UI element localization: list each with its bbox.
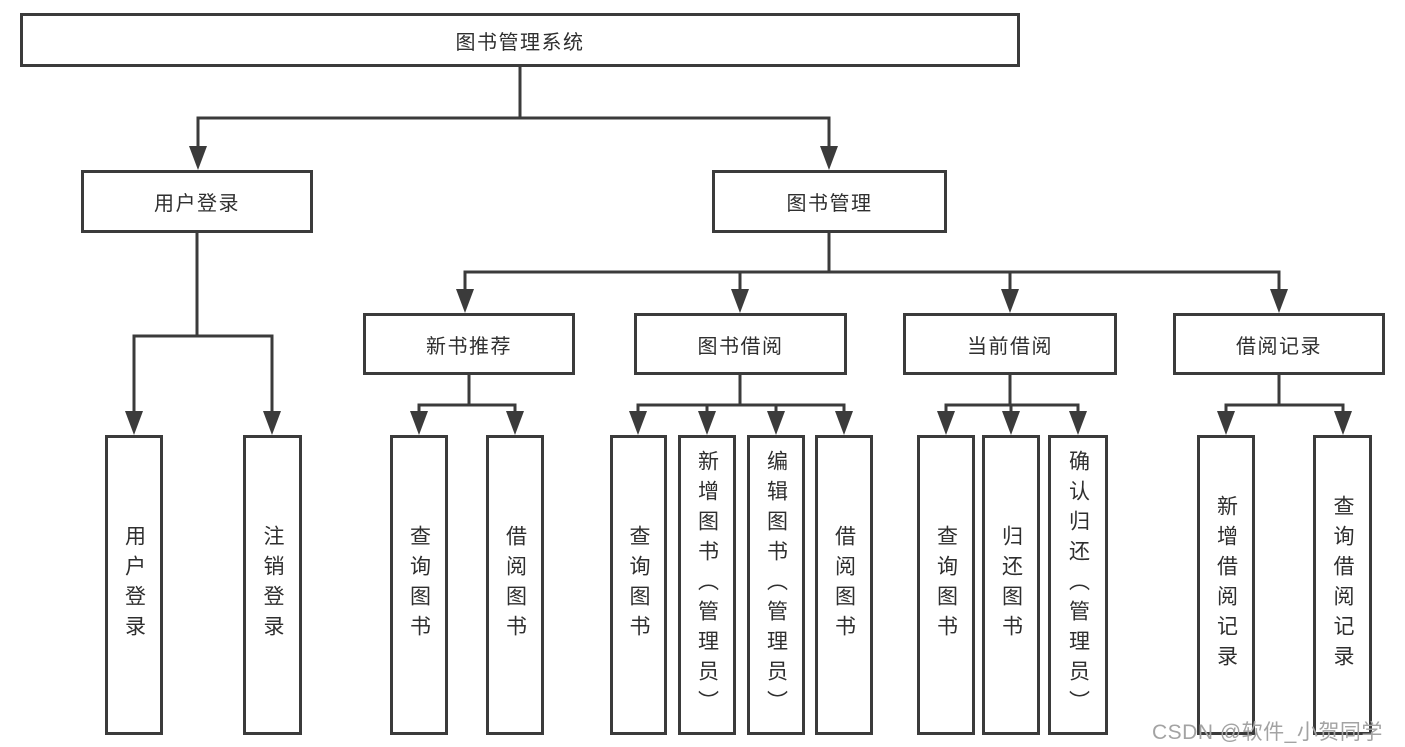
node-label: 新书推荐 [426,335,512,358]
node-root-system: 图书管理系统 [20,13,1020,67]
leaf-edit-books-admin: 编辑图书（管理员） [747,435,805,735]
leaf-query-books-current: 查询图书 [917,435,975,735]
node-label: 新增图书（管理员） [695,450,719,720]
leaf-add-borrow-record: 新增借阅记录 [1197,435,1255,735]
node-label: 图书管理 [786,193,873,215]
leaf-borrow-books-recommend: 借阅图书 [486,435,544,735]
leaf-query-books-borrow: 查询图书 [610,435,667,735]
node-label: 编辑图书（管理员） [764,450,788,720]
node-book-borrowing: 图书借阅 [634,313,847,375]
csdn-watermark: CSDN @软件_小贺同学 [1152,721,1383,744]
leaf-borrow-books: 借阅图书 [815,435,873,735]
node-label: 用户登录 [154,193,240,215]
node-label: 查询图书 [407,525,431,645]
node-borrowing-records: 借阅记录 [1173,313,1385,375]
leaf-return-books: 归还图书 [982,435,1040,735]
node-current-borrowing: 当前借阅 [903,313,1117,375]
node-label: 图书管理系统 [455,31,585,54]
node-label: 用户登录 [122,525,146,645]
node-user-login: 用户登录 [81,170,313,233]
leaf-logout: 注销登录 [243,435,302,735]
leaf-query-borrow-record: 查询借阅记录 [1313,435,1372,735]
node-label: 归还图书 [999,525,1023,645]
node-label: 查询图书 [934,525,958,645]
node-new-book-recommendation: 新书推荐 [363,313,575,375]
node-label: 确认归还（管理员） [1066,450,1090,720]
leaf-user-login: 用户登录 [105,435,163,735]
leaf-confirm-return-admin: 确认归还（管理员） [1048,435,1108,735]
node-label: 查询图书 [627,525,650,645]
node-label: 当前借阅 [967,335,1053,358]
node-book-management: 图书管理 [712,170,947,233]
node-label: 借阅图书 [832,525,856,645]
node-label: 图书借阅 [697,335,784,358]
node-label: 查询借阅记录 [1331,495,1354,675]
node-label: 新增借阅记录 [1214,495,1238,675]
leaf-add-books-admin: 新增图书（管理员） [678,435,736,735]
leaf-query-books-recommend: 查询图书 [390,435,448,735]
node-label: 借阅记录 [1236,335,1322,358]
node-label: 注销登录 [261,525,284,645]
node-label: 借阅图书 [503,525,527,645]
